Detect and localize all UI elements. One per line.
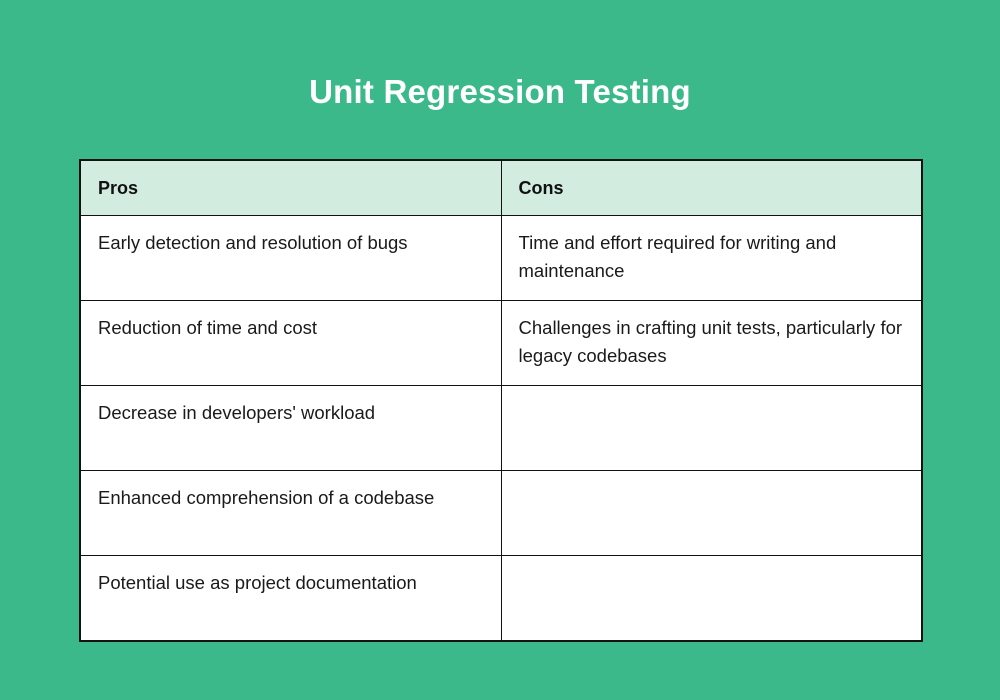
page-title: Unit Regression Testing <box>309 73 691 110</box>
cell-cons-empty <box>500 555 923 641</box>
cell-text-cons <box>519 569 904 570</box>
cell-cons-empty <box>500 470 923 556</box>
cell-pros: Decrease in developers' workload <box>79 385 502 471</box>
cell-cons-empty <box>500 385 923 471</box>
cell-text-pros: Potential use as project documentation <box>98 572 417 593</box>
table-header: Pros Cons <box>79 159 923 216</box>
cell-text-cons: Challenges in crafting unit tests, parti… <box>518 317 903 366</box>
cell-pros: Reduction of time and cost <box>79 300 502 386</box>
cell-pros: Enhanced comprehension of a codebase <box>79 470 502 556</box>
table-row: Enhanced comprehension of a codebase <box>79 470 923 556</box>
column-header-pros: Pros <box>79 159 502 216</box>
pros-cons-table: Pros Cons Early detection and resolution… <box>79 159 923 642</box>
table-header-row: Pros Cons <box>79 159 923 216</box>
column-header-cons: Cons <box>500 159 923 216</box>
cell-pros: Potential use as project documentation <box>79 555 502 641</box>
table-row: Decrease in developers' workload <box>79 385 923 471</box>
cell-text-cons <box>519 399 904 400</box>
table-body: Early detection and resolution of bugs T… <box>79 215 923 641</box>
cell-pros: Early detection and resolution of bugs <box>79 215 502 301</box>
cell-text-pros: Early detection and resolution of bugs <box>98 232 408 253</box>
table-row: Potential use as project documentation <box>79 555 923 641</box>
table-row: Reduction of time and cost Challenges in… <box>79 300 923 386</box>
cell-text-pros: Decrease in developers' workload <box>98 402 376 423</box>
cell-text-cons <box>519 484 904 485</box>
cell-text-pros: Enhanced comprehension of a codebase <box>98 487 435 508</box>
pros-cons-table-container: Pros Cons Early detection and resolution… <box>79 159 923 642</box>
cell-cons: Challenges in crafting unit tests, parti… <box>500 300 923 386</box>
cell-text-cons: Time and effort required for writing and… <box>518 232 837 281</box>
cell-text-pros: Reduction of time and cost <box>98 317 318 338</box>
cell-cons: Time and effort required for writing and… <box>500 215 923 301</box>
table-row: Early detection and resolution of bugs T… <box>79 215 923 301</box>
